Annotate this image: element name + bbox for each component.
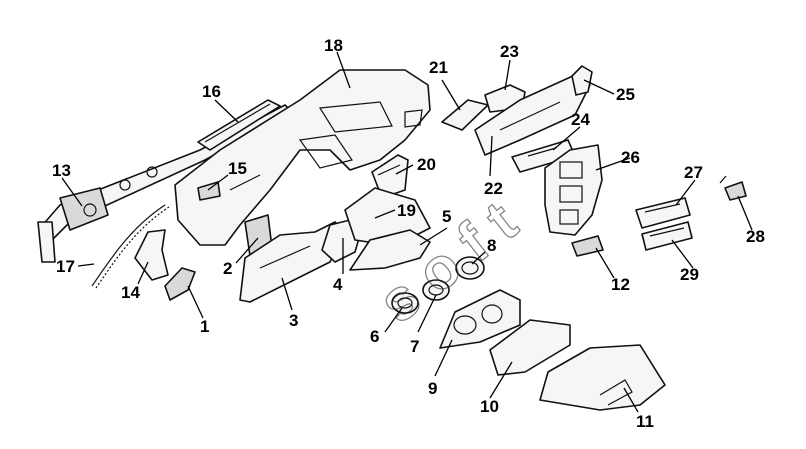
callout-20: 20 (417, 155, 436, 174)
part-18-dashboard-panel (174, 69, 431, 246)
callout-29: 29 (680, 265, 699, 284)
part-12-switch (571, 235, 604, 257)
callout-8: 8 (487, 236, 496, 255)
part-25-latch (571, 65, 593, 96)
callout-10: 10 (480, 397, 499, 416)
callout-25: 25 (616, 85, 635, 104)
callout-12: 12 (611, 275, 630, 294)
callout-27: 27 (684, 163, 703, 182)
part-26-center-facia (544, 144, 603, 236)
callout-21: 21 (429, 58, 448, 77)
part-29-lower-control (641, 221, 693, 251)
part-8-gauge (455, 256, 485, 280)
callout-7: 7 (410, 337, 419, 356)
callout-15: 15 (228, 159, 247, 178)
callout-11: 11 (636, 412, 654, 431)
callout-18: 18 (324, 36, 343, 55)
callout-23: 23 (500, 42, 519, 61)
part-17-cable (91, 204, 170, 289)
part-11-cluster-hood (539, 344, 666, 411)
part-16-defroster-duct (197, 99, 281, 151)
callout-3: 3 (289, 311, 298, 330)
part-28-socket (719, 175, 747, 201)
callout-9: 9 (428, 379, 437, 398)
part-5-bezel (349, 229, 431, 271)
part-1-clip (164, 267, 196, 301)
callout-16: 16 (202, 82, 221, 101)
callout-14: 14 (121, 283, 140, 302)
part-27-control-unit (635, 197, 691, 229)
callout-28: 28 (746, 227, 765, 246)
callout-26: 26 (621, 148, 640, 167)
callout-22: 22 (484, 179, 503, 198)
callout-2: 2 (223, 259, 232, 278)
callout-5: 5 (442, 207, 451, 226)
part-6-gauge (391, 292, 419, 314)
leader-lines (61, 51, 753, 413)
part-10-cluster-lens (489, 319, 571, 376)
callout-13: 13 (52, 161, 71, 180)
callout-6: 6 (370, 327, 379, 346)
callout-17: 17 (56, 257, 75, 276)
callout-19: 19 (397, 201, 416, 220)
part-15-side-vent (197, 181, 221, 201)
part-14-bracket (134, 229, 169, 281)
callout-4: 4 (333, 275, 343, 294)
callout-24: 24 (571, 110, 590, 129)
callout-1: 1 (200, 317, 209, 336)
part-9-instrument-cluster (439, 289, 521, 349)
